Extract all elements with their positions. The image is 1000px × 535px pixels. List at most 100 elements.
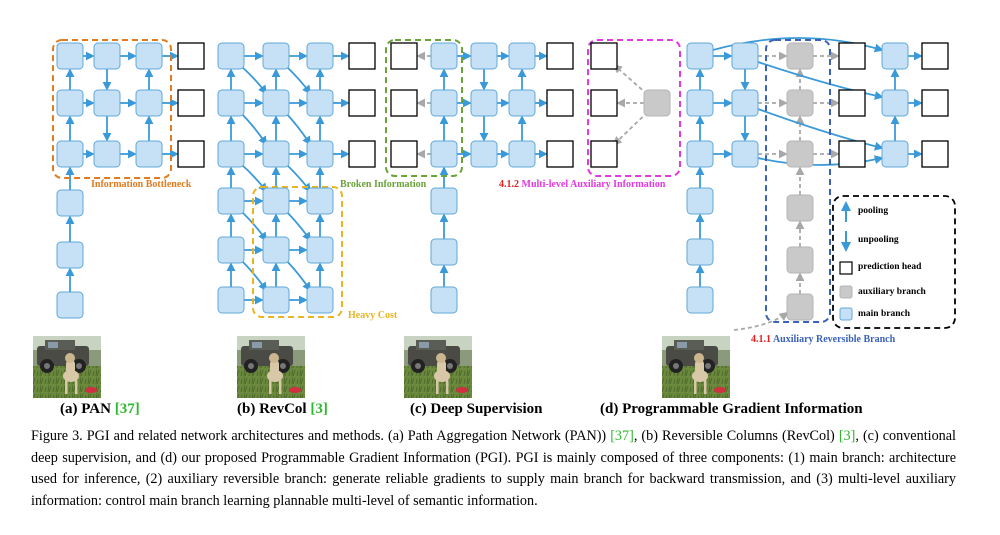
- flow-arrow: [285, 65, 312, 95]
- flow-arrow: [285, 210, 312, 242]
- prediction-head-block: [348, 140, 376, 168]
- flow-arrow: [757, 61, 884, 100]
- main-block: [686, 89, 714, 117]
- main-block: [56, 89, 84, 117]
- main-block: [470, 42, 498, 70]
- auxiliary-block: [786, 246, 814, 274]
- prediction-head-block: [838, 42, 866, 70]
- main-block: [56, 42, 84, 70]
- architecture-figure: [33, 37, 956, 398]
- main-block: [306, 286, 334, 314]
- flow-arrow: [757, 155, 884, 166]
- legend-label-unpooling: unpooling: [858, 235, 899, 245]
- main-block: [430, 286, 458, 314]
- prediction-head-block: [921, 42, 949, 70]
- prediction-head-block: [838, 89, 866, 117]
- main-block: [217, 187, 245, 215]
- main-block: [135, 42, 163, 70]
- flow-arrow: [240, 65, 268, 95]
- main-block: [470, 140, 498, 168]
- main-block: [306, 187, 334, 215]
- input-image-dog-car: [237, 336, 305, 398]
- input-image-dog-car: [33, 336, 101, 398]
- main-block: [93, 89, 121, 117]
- main-block: [306, 89, 334, 117]
- flow-arrow: [285, 259, 311, 292]
- prediction-head-block: [921, 140, 949, 168]
- main-block: [430, 89, 458, 117]
- main-block: [430, 42, 458, 70]
- main-block: [508, 140, 536, 168]
- auxiliary-block: [643, 89, 671, 117]
- subfigure-label-deep-supervision: (c) Deep Supervision: [410, 401, 543, 417]
- auxiliary-arrow: [612, 111, 649, 146]
- legend-label-main-branch: main branch: [858, 309, 910, 319]
- auxiliary-branch-icon: [839, 285, 853, 299]
- prediction-head-block: [590, 140, 618, 168]
- main-block: [306, 140, 334, 168]
- main-block: [217, 286, 245, 314]
- auxiliary-block: [786, 140, 814, 168]
- main-block: [217, 236, 245, 264]
- main-block: [135, 89, 163, 117]
- legend-label-auxiliary-branch: auxiliary branch: [858, 287, 926, 297]
- main-block: [56, 189, 84, 217]
- annotation-multilevel-auxiliary: 4.1.2 Multi-level Auxiliary Information: [499, 179, 666, 190]
- main-block: [881, 42, 909, 70]
- annotation-broken-information: Broken Information: [340, 179, 427, 190]
- prediction-head-icon: [839, 261, 853, 275]
- legend-label-prediction-head: prediction head: [858, 262, 922, 272]
- main-block: [217, 140, 245, 168]
- main-block: [56, 291, 84, 319]
- main-branch-icon: [839, 307, 853, 321]
- main-block: [430, 140, 458, 168]
- main-block: [262, 140, 290, 168]
- legend-label-pooling: pooling: [858, 206, 889, 216]
- input-image-dog-car: [404, 336, 472, 398]
- heavy-cost-box: [252, 186, 343, 318]
- subfigure-label-revcol: (b) RevCol [3]: [237, 401, 328, 417]
- prediction-head-block: [390, 140, 418, 168]
- flow-arrow: [285, 112, 311, 146]
- main-block: [881, 140, 909, 168]
- main-block: [508, 42, 536, 70]
- prediction-head-block: [390, 89, 418, 117]
- main-block: [262, 187, 290, 215]
- main-block: [262, 42, 290, 70]
- auxiliary-arrow: [613, 64, 648, 96]
- main-block: [686, 187, 714, 215]
- flow-arrow: [240, 210, 268, 242]
- broken-information-box: [385, 39, 463, 177]
- auxiliary-block: [786, 89, 814, 117]
- main-block: [56, 140, 84, 168]
- subfigure-label-pgi: (d) Programmable Gradient Information: [600, 401, 863, 417]
- flow-arrow: [757, 108, 884, 151]
- auxiliary-block: [786, 42, 814, 70]
- main-block: [686, 238, 714, 266]
- main-block: [217, 42, 245, 70]
- prediction-head-block: [390, 42, 418, 70]
- main-block: [262, 236, 290, 264]
- prediction-head-block: [546, 140, 574, 168]
- annotation-auxiliary-reversible-branch: 4.1.1 Auxiliary Reversible Branch: [751, 334, 896, 345]
- flow-arrow: [240, 112, 267, 146]
- main-block: [56, 241, 84, 269]
- auxiliary-arrow: [733, 311, 789, 331]
- prediction-head-block: [177, 89, 205, 117]
- main-block: [686, 286, 714, 314]
- information-bottleneck-box: [52, 39, 172, 179]
- main-block: [306, 236, 334, 264]
- annotation-information-bottleneck: Information Bottleneck: [91, 179, 192, 190]
- figure-caption: Figure 3. PGI and related network archit…: [31, 428, 957, 509]
- main-block: [262, 286, 290, 314]
- main-block: [731, 140, 759, 168]
- prediction-head-block: [348, 42, 376, 70]
- main-block: [217, 89, 245, 117]
- main-block: [430, 187, 458, 215]
- main-block: [93, 140, 121, 168]
- prediction-head-block: [546, 89, 574, 117]
- prediction-head-block: [177, 42, 205, 70]
- auxiliary-block: [786, 293, 814, 321]
- auxiliary-block: [786, 194, 814, 222]
- main-block: [508, 89, 536, 117]
